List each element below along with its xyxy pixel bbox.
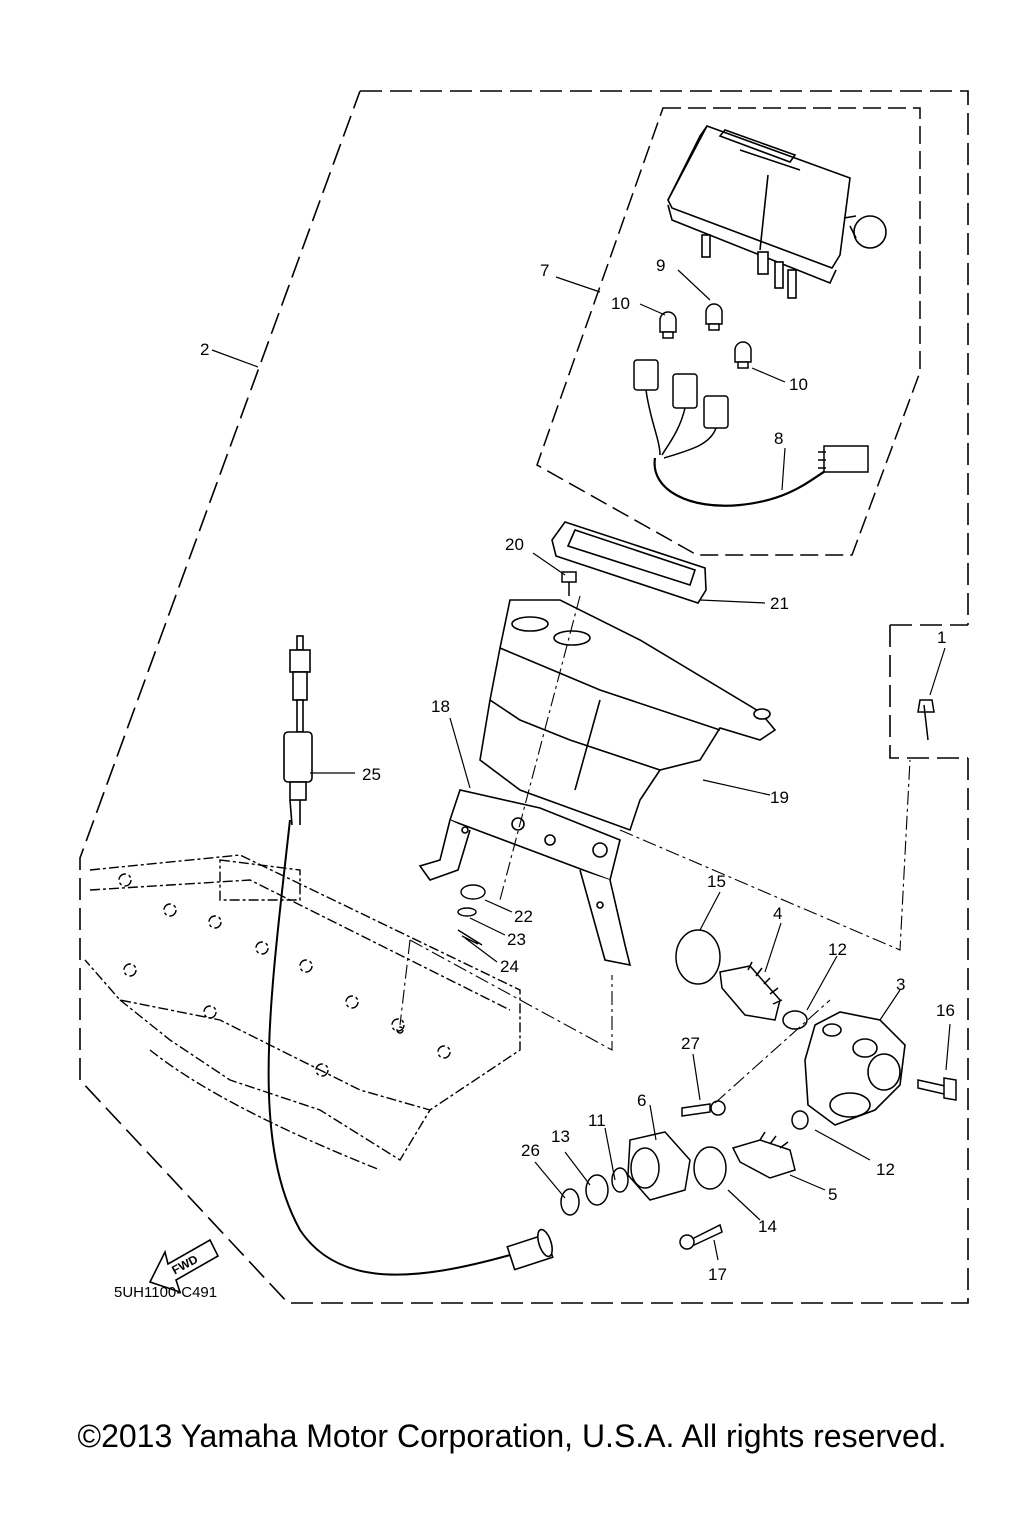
callout-7: 7 <box>540 261 549 280</box>
diagram-code: 5UH1100-C491 <box>114 1284 217 1301</box>
callout-1: 1 <box>937 628 946 647</box>
callout-2: 2 <box>200 340 209 359</box>
alignment-lines <box>399 595 911 1104</box>
callout-27: 27 <box>681 1034 700 1053</box>
callout-10b: 10 <box>789 375 808 394</box>
callout-13: 13 <box>551 1127 570 1146</box>
bushing-set <box>675 929 809 1190</box>
callout-11: 11 <box>588 1111 606 1130</box>
copyright-notice: ©2013 Yamaha Motor Corporation, U.S.A. A… <box>77 1418 947 1454</box>
callout-19: 19 <box>770 788 789 807</box>
callout-16: 16 <box>936 1001 955 1020</box>
callout-25: 25 <box>362 765 381 784</box>
callout-10a: 10 <box>611 294 630 313</box>
gear-housing <box>804 1011 906 1126</box>
meter-unit <box>667 125 887 299</box>
callout-23: 23 <box>507 930 526 949</box>
wire-harness <box>633 359 869 507</box>
bolts <box>679 699 957 1250</box>
cover-screw <box>561 571 577 596</box>
callout-21: 21 <box>770 594 789 613</box>
callout-6: 6 <box>637 1091 646 1110</box>
meter-subassembly-boundary <box>536 107 921 556</box>
meter-cover <box>551 521 707 604</box>
callout-12a: 12 <box>828 940 847 959</box>
callout-5: 5 <box>828 1185 837 1204</box>
callout-22: 22 <box>514 907 533 926</box>
callout-24: 24 <box>500 957 519 976</box>
grommet-set <box>457 884 486 946</box>
meter-housing <box>479 599 777 832</box>
callout-4: 4 <box>773 904 782 923</box>
leader-lines <box>211 269 951 1261</box>
callout-14: 14 <box>758 1217 777 1236</box>
callout-18: 18 <box>431 697 450 716</box>
callout-15: 15 <box>707 872 726 891</box>
callout-8: 8 <box>774 429 783 448</box>
callout-20: 20 <box>505 535 524 554</box>
callout-26: 26 <box>521 1141 540 1160</box>
callout-labels: 1 2 3 4 5 6 7 8 9 10 10 11 12 12 13 14 1… <box>200 256 955 1284</box>
callout-17: 17 <box>708 1265 727 1284</box>
assembly-boundary <box>79 90 969 1304</box>
driven-gear <box>731 1131 796 1179</box>
callout-3: 3 <box>896 975 905 994</box>
callout-12b: 12 <box>876 1160 895 1179</box>
callout-9: 9 <box>656 256 665 275</box>
cable-joint <box>560 1131 691 1216</box>
speedometer-cable <box>267 635 554 1276</box>
drive-gear <box>719 961 783 1021</box>
frame-outline <box>84 854 521 1171</box>
bulb-group <box>659 303 752 369</box>
